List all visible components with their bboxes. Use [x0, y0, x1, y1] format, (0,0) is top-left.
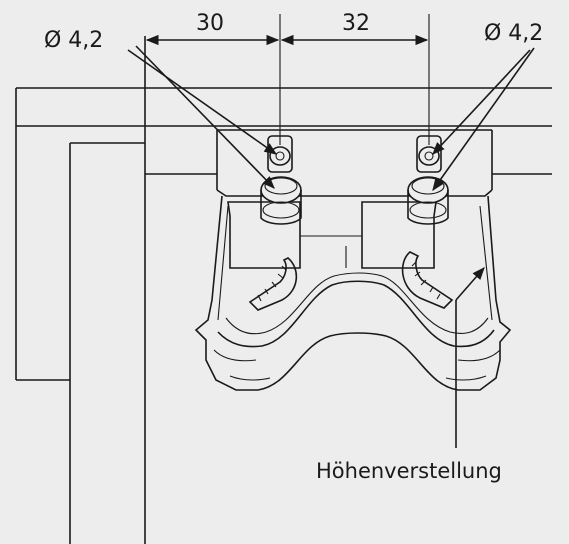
left-diameter-label: Ø 4,2	[44, 28, 103, 53]
diameter-leaders-right	[432, 47, 535, 192]
height-adjustment-label: Höhenverstellung	[316, 459, 502, 483]
height-cam-left	[248, 257, 298, 311]
hinge-housing	[194, 129, 512, 391]
cabinet-frame	[15, 36, 552, 544]
right-diameter-label: Ø 4,2	[484, 21, 543, 46]
height-adjustment-leader	[455, 267, 485, 448]
diameter-leaders-left	[127, 45, 278, 189]
height-cam-right	[401, 251, 454, 309]
screw-boss-right	[407, 135, 449, 225]
dimension-lines	[145, 14, 430, 145]
right-spacing-label: 32	[342, 11, 370, 36]
left-spacing-label: 30	[196, 11, 224, 36]
